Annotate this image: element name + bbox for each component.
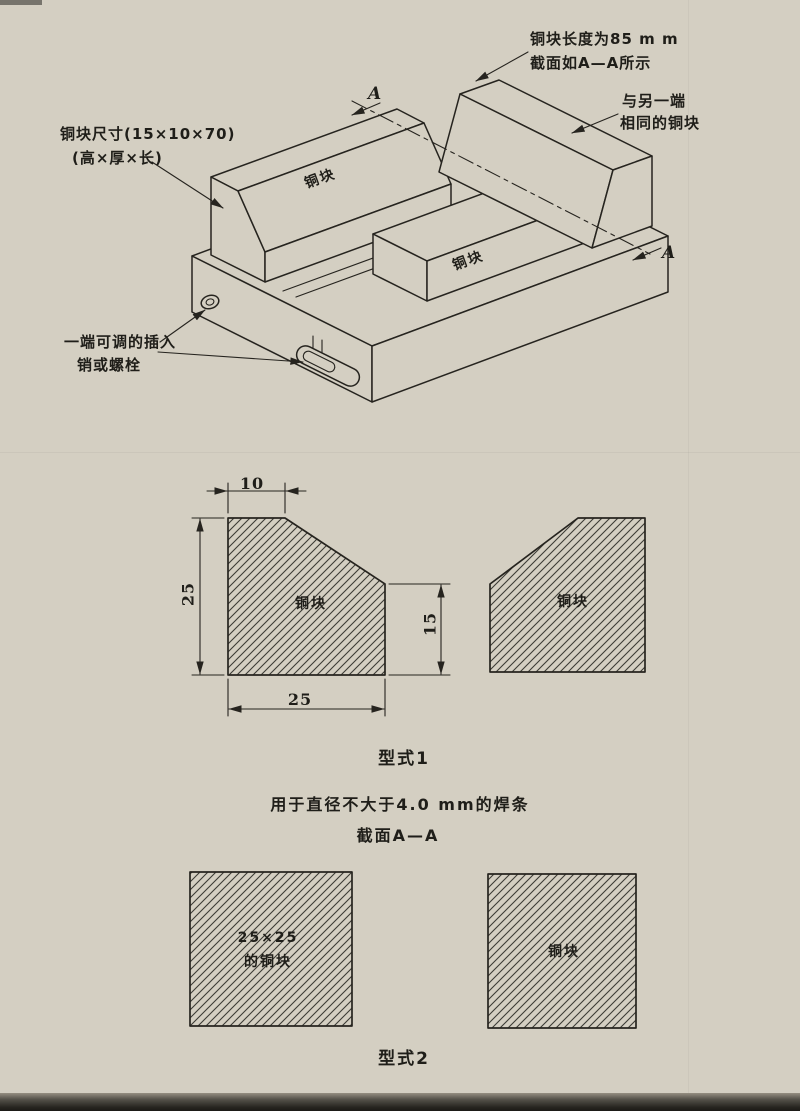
type2-left-block-shape bbox=[189, 871, 353, 1027]
type2-left-block-label-line2: 的铜块 bbox=[244, 954, 292, 970]
section-note: 截面A—A bbox=[356, 826, 440, 845]
type1-left-block-shape bbox=[227, 517, 386, 676]
type1-right-block-label: 铜块 bbox=[557, 594, 589, 610]
type2-right-block-label: 铜块 bbox=[548, 944, 580, 960]
section-letter-top: A bbox=[368, 84, 382, 104]
type2-caption: 型式2 bbox=[378, 1049, 430, 1069]
type1-cross-section bbox=[191, 482, 646, 717]
pin-note-line1: 一端可调的插入 bbox=[64, 333, 177, 351]
dim-label-15: 15 bbox=[420, 611, 440, 637]
dim-label-25-bottom: 25 bbox=[287, 690, 313, 709]
size-note-line1: 铜块尺寸(15×10×70) bbox=[60, 125, 236, 143]
adjustment-slot-with-bolt bbox=[295, 335, 361, 387]
type2-left-block-label-line1: 25×25 bbox=[237, 930, 299, 946]
copper-block-rear bbox=[210, 108, 452, 283]
section-line-a-a bbox=[351, 100, 662, 261]
length-note-line1: 铜块长度为85 m m bbox=[530, 30, 679, 48]
scan-corner-mark bbox=[0, 0, 42, 5]
isometric-fixture bbox=[151, 51, 669, 403]
adjustable-pin bbox=[200, 294, 220, 310]
scan-fold-line-horizontal bbox=[0, 452, 800, 453]
dimension-left-25 bbox=[191, 517, 225, 676]
size-note-line2: (高×厚×长) bbox=[72, 149, 163, 167]
other-end-note-line1: 与另一端 bbox=[622, 92, 687, 110]
usage-note: 用于直径不大于4.0 mm的焊条 bbox=[270, 795, 530, 814]
type1-right-block-shape bbox=[489, 517, 646, 673]
other-end-note-line2: 相同的铜块 bbox=[620, 114, 701, 132]
dimension-bottom-25 bbox=[227, 678, 386, 717]
type2-cross-section bbox=[189, 871, 637, 1029]
type1-left-block-label: 铜块 bbox=[295, 596, 327, 612]
dimension-right-15 bbox=[388, 583, 451, 676]
type2-right-block-shape bbox=[487, 873, 637, 1029]
dimension-top-10 bbox=[206, 482, 307, 514]
section-letter-bottom: A bbox=[662, 243, 676, 263]
scan-fold-line-vertical bbox=[688, 0, 689, 1111]
page-bottom-edge bbox=[0, 1093, 800, 1111]
pin-note-line2: 销或螺栓 bbox=[77, 356, 142, 374]
type1-caption: 型式1 bbox=[378, 749, 430, 769]
leader-lines bbox=[151, 51, 619, 365]
dim-label-10: 10 bbox=[239, 474, 265, 493]
copper-block-far-end bbox=[438, 79, 653, 249]
length-note-line2: 截面如A—A所示 bbox=[530, 54, 652, 72]
dim-label-25-left: 25 bbox=[178, 581, 198, 607]
